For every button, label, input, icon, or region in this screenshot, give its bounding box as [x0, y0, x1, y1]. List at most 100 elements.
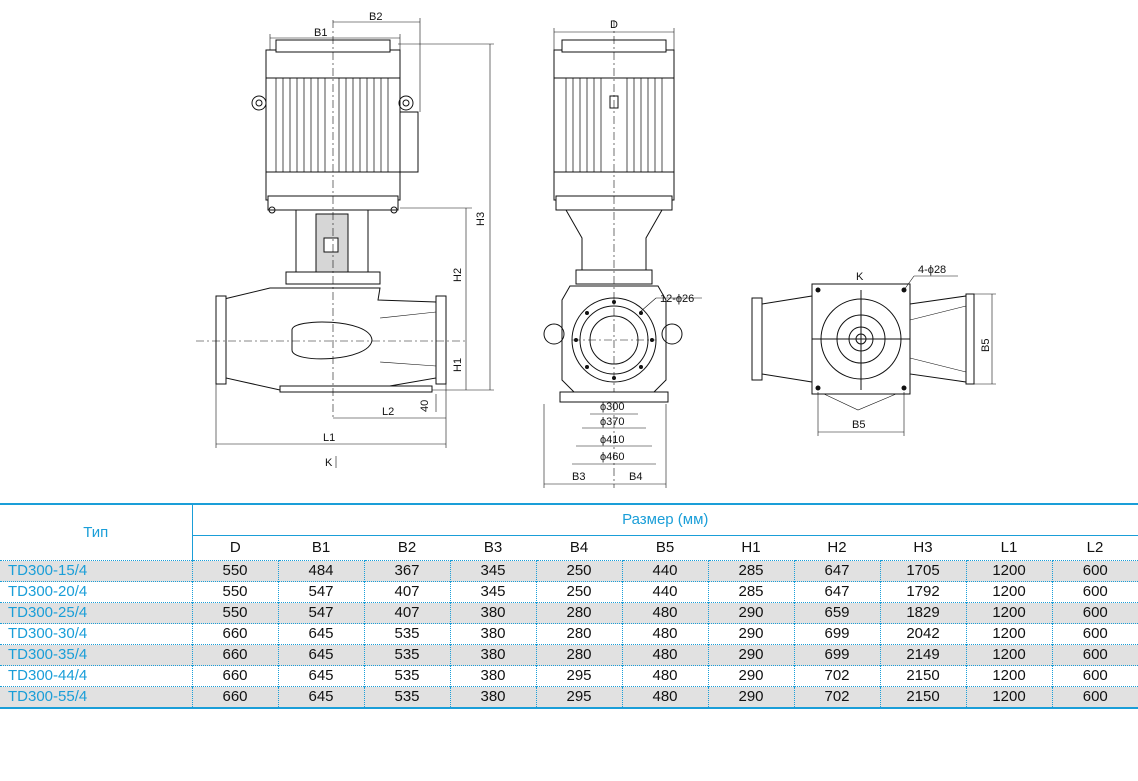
label-phi460: ϕ460 — [600, 451, 625, 463]
value-cell: 645 — [277, 644, 364, 666]
label-h2: H2 — [452, 268, 464, 282]
label-12-holes: 12-ϕ26 — [660, 293, 694, 305]
model-cell: TD300-15/4 — [0, 560, 193, 582]
label-phi300: ϕ300 — [600, 401, 625, 413]
label-h3: H3 — [475, 212, 487, 226]
value-cell: 660 — [191, 644, 278, 666]
lifting-eye-left — [251, 95, 267, 111]
value-cell: 1200 — [965, 623, 1052, 645]
label-h1: H1 — [452, 358, 464, 372]
value-cell: 285 — [707, 560, 794, 582]
model-cell: TD300-55/4 — [0, 686, 193, 709]
value-cell: 702 — [793, 686, 880, 709]
value-cell: 380 — [449, 665, 536, 687]
value-cell: 280 — [535, 623, 622, 645]
label-k-front: K — [325, 457, 333, 469]
side-view: D 12-ϕ26 ϕ300 ϕ370 ϕ410 ϕ460 B3 B4 — [543, 19, 702, 488]
column-header: B2 — [364, 535, 450, 561]
value-cell: 550 — [191, 602, 278, 624]
value-cell: 535 — [363, 686, 450, 709]
label-b5-side: B5 — [980, 339, 992, 352]
value-cell: 250 — [535, 560, 622, 582]
front-view: B1 B2 H3 H2 H1 40 L2 L1 K — [196, 11, 494, 469]
pump-dimension-drawing: B1 B2 H3 H2 H1 40 L2 L1 K — [196, 11, 996, 488]
label-4-holes: 4-ϕ28 — [918, 264, 946, 276]
label-b5-bottom: B5 — [852, 419, 865, 431]
inlet-flange — [215, 295, 227, 385]
label-b2: B2 — [369, 11, 382, 23]
value-cell: 1200 — [965, 686, 1052, 709]
value-cell: 647 — [793, 581, 880, 603]
value-cell: 699 — [793, 644, 880, 666]
column-header: D — [192, 535, 278, 561]
value-cell: 480 — [621, 602, 708, 624]
value-cell: 480 — [621, 686, 708, 709]
column-header: H2 — [794, 535, 880, 561]
value-cell: 280 — [535, 602, 622, 624]
value-cell: 600 — [1051, 581, 1138, 603]
value-cell: 550 — [191, 581, 278, 603]
value-cell: 250 — [535, 581, 622, 603]
value-cell: 290 — [707, 686, 794, 709]
value-cell: 290 — [707, 665, 794, 687]
value-cell: 660 — [191, 686, 278, 709]
value-cell: 600 — [1051, 665, 1138, 687]
model-cell: TD300-35/4 — [0, 644, 193, 666]
value-cell: 380 — [449, 602, 536, 624]
label-b3: B3 — [572, 471, 585, 483]
value-cell: 440 — [621, 560, 708, 582]
column-header: B1 — [278, 535, 364, 561]
label-b4: B4 — [629, 471, 642, 483]
label-l1: L1 — [323, 432, 335, 444]
value-cell: 1200 — [965, 602, 1052, 624]
value-cell: 407 — [363, 602, 450, 624]
type-header: Тип — [0, 503, 193, 561]
value-cell: 547 — [277, 581, 364, 603]
value-cell: 600 — [1051, 602, 1138, 624]
value-cell: 1829 — [879, 602, 966, 624]
value-cell: 2150 — [879, 686, 966, 709]
value-cell: 290 — [707, 623, 794, 645]
value-cell: 407 — [363, 581, 450, 603]
label-d: D — [610, 19, 618, 31]
value-cell: 295 — [535, 686, 622, 709]
model-cell: TD300-30/4 — [0, 623, 193, 645]
label-phi370: ϕ370 — [600, 416, 625, 428]
top-view: K 4-ϕ28 B5 B5 — [751, 264, 996, 436]
value-cell: 645 — [277, 665, 364, 687]
value-cell: 1792 — [879, 581, 966, 603]
value-cell: 600 — [1051, 644, 1138, 666]
column-header: H1 — [708, 535, 794, 561]
value-cell: 290 — [707, 602, 794, 624]
value-cell: 484 — [277, 560, 364, 582]
model-cell: TD300-20/4 — [0, 581, 193, 603]
value-cell: 547 — [277, 602, 364, 624]
value-cell: 480 — [621, 623, 708, 645]
value-cell: 380 — [449, 686, 536, 709]
value-cell: 380 — [449, 644, 536, 666]
value-cell: 659 — [793, 602, 880, 624]
column-header: B5 — [622, 535, 708, 561]
outlet-flange — [435, 295, 447, 385]
size-header: Размер (мм) — [192, 503, 1138, 536]
model-cell: TD300-25/4 — [0, 602, 193, 624]
value-cell: 1705 — [879, 560, 966, 582]
value-cell: 2042 — [879, 623, 966, 645]
value-cell: 600 — [1051, 560, 1138, 582]
value-cell: 290 — [707, 644, 794, 666]
column-header: H3 — [880, 535, 966, 561]
label-l2: L2 — [382, 406, 394, 418]
value-cell: 600 — [1051, 686, 1138, 709]
value-cell: 660 — [191, 623, 278, 645]
value-cell: 645 — [277, 623, 364, 645]
value-cell: 1200 — [965, 581, 1052, 603]
column-header: B3 — [450, 535, 536, 561]
value-cell: 380 — [449, 623, 536, 645]
